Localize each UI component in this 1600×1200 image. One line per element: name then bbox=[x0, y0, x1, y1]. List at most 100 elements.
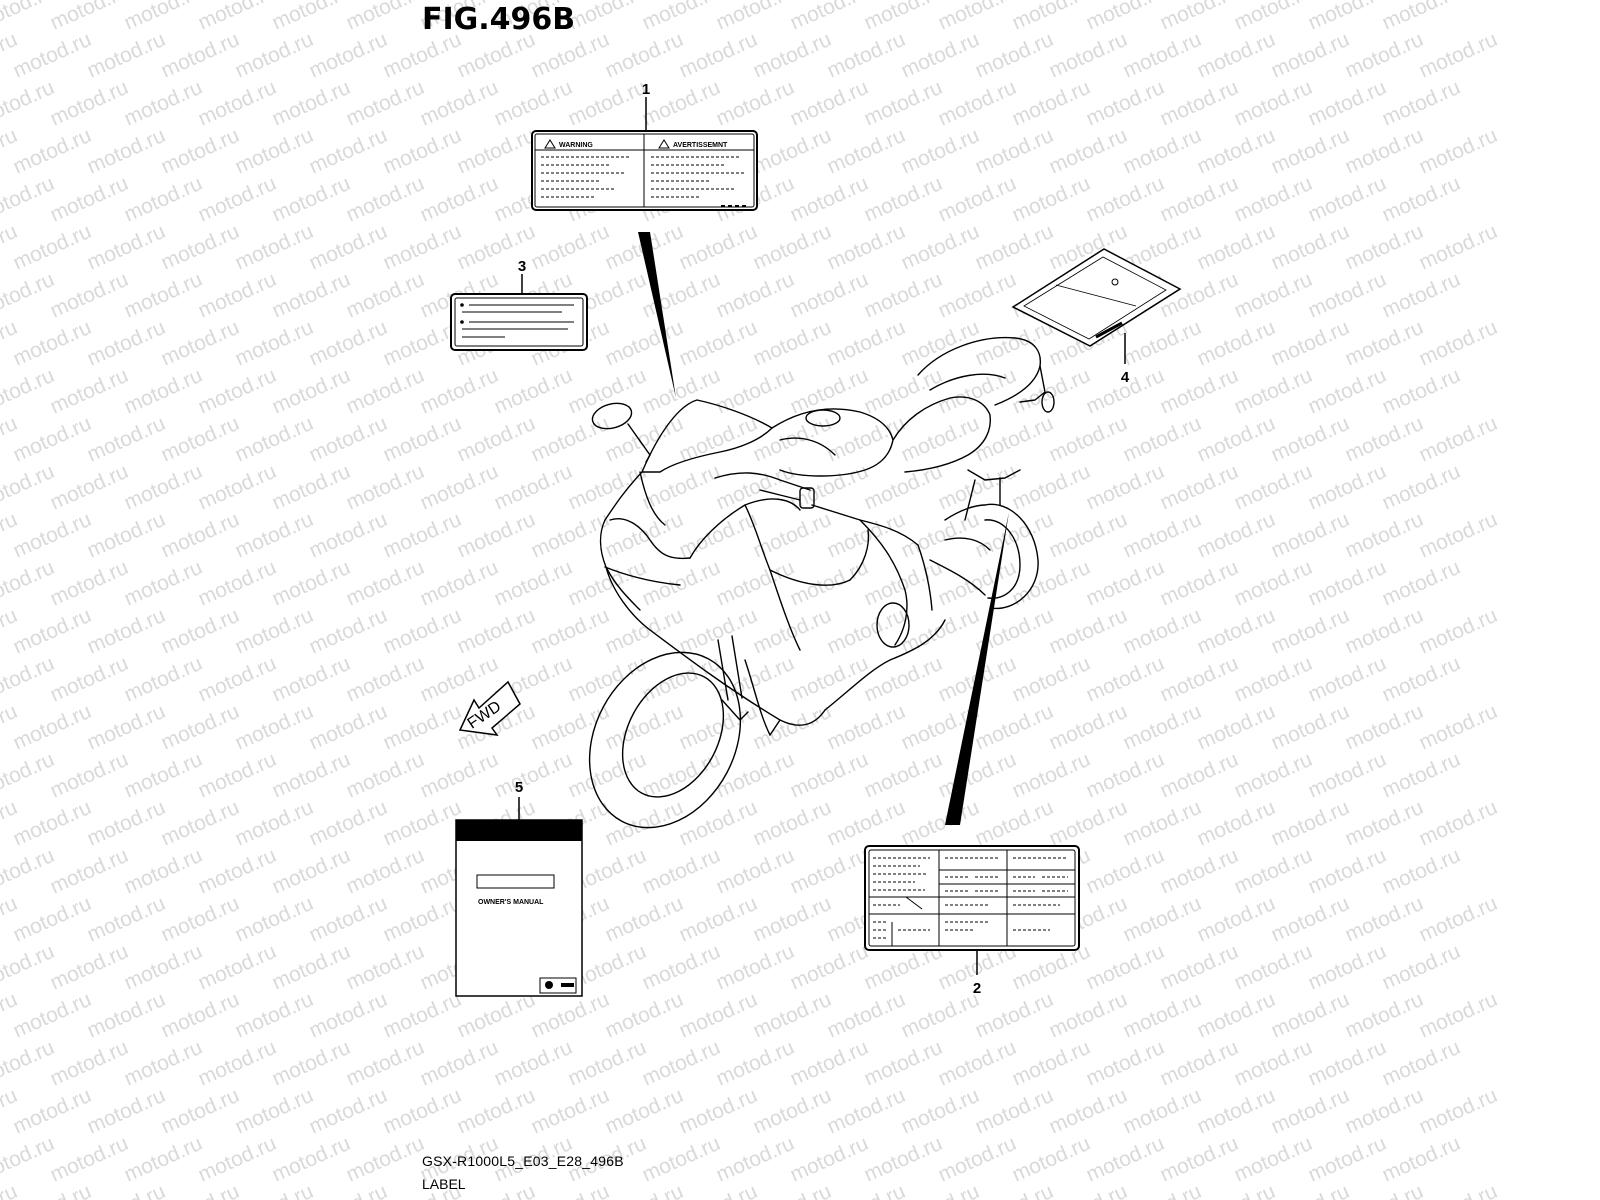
part-3-label[interactable] bbox=[450, 293, 588, 351]
watermark-text: motod.ru bbox=[47, 1132, 132, 1187]
watermark-text: motod.ru bbox=[1305, 1132, 1390, 1187]
watermark-text: motod.ru bbox=[380, 1084, 465, 1139]
watermark-text: motod.ru bbox=[269, 748, 354, 803]
watermark-text: motod.ru bbox=[84, 604, 169, 659]
watermark-text: motod.ru bbox=[158, 124, 243, 179]
brand-logo-icon bbox=[545, 981, 553, 989]
watermark-text: motod.ru bbox=[1157, 0, 1242, 35]
part-1-warning-label[interactable]: WARNING AVERTISSEMNT bbox=[531, 130, 758, 211]
watermark-text: motod.ru bbox=[380, 796, 465, 851]
watermark-text: motod.ru bbox=[1379, 940, 1464, 995]
watermark-text: motod.ru bbox=[1120, 1084, 1205, 1139]
watermark-text: motod.ru bbox=[47, 940, 132, 995]
watermark-text: motod.ru bbox=[787, 0, 872, 35]
watermark-text: motod.ru bbox=[1157, 748, 1242, 803]
watermark-text: motod.ru bbox=[0, 556, 58, 611]
watermark-text: motod.ru bbox=[84, 28, 169, 83]
watermark-text: motod.ru bbox=[861, 268, 946, 323]
watermark-text: motod.ru bbox=[269, 460, 354, 515]
watermark-text: motod.ru bbox=[417, 364, 502, 419]
watermark-text: motod.ru bbox=[1046, 1084, 1131, 1139]
watermark-text: motod.ru bbox=[1305, 76, 1390, 131]
label1-avertissement-text: AVERTISSEMNT bbox=[673, 142, 728, 149]
watermark-text: motod.ru bbox=[1194, 124, 1279, 179]
watermark-text: motod.ru bbox=[269, 76, 354, 131]
watermark-text: motod.ru bbox=[935, 76, 1020, 131]
figure-code: GSX-R1000L5_E03_E28_496B bbox=[422, 1153, 624, 1169]
watermark-text: motod.ru bbox=[1416, 892, 1501, 947]
watermark-text: motod.ru bbox=[1305, 1036, 1390, 1091]
watermark-text: motod.ru bbox=[10, 1084, 95, 1139]
watermark-text: motod.ru bbox=[10, 412, 95, 467]
watermark-text: motod.ru bbox=[1120, 988, 1205, 1043]
watermark-text: motod.ru bbox=[1157, 1132, 1242, 1187]
watermark-text: motod.ru bbox=[824, 604, 909, 659]
watermark-text: motod.ru bbox=[1305, 364, 1390, 419]
watermark-text: motod.ru bbox=[565, 652, 650, 707]
watermark-text: motod.ru bbox=[1194, 988, 1279, 1043]
watermark-text: motod.ru bbox=[84, 124, 169, 179]
watermark-text: motod.ru bbox=[10, 316, 95, 371]
watermark-text: motod.ru bbox=[84, 508, 169, 563]
watermark-text: motod.ru bbox=[269, 652, 354, 707]
watermark-text: motod.ru bbox=[491, 364, 576, 419]
watermark-text: motod.ru bbox=[1046, 604, 1131, 659]
watermark-text: motod.ru bbox=[1046, 796, 1131, 851]
watermark-text: motod.ru bbox=[713, 1036, 798, 1091]
watermark-text: motod.ru bbox=[602, 412, 687, 467]
part-5-owners-manual[interactable]: OWNER'S MANUAL bbox=[455, 819, 583, 997]
watermark-text: motod.ru bbox=[10, 892, 95, 947]
watermark-text: motod.ru bbox=[232, 316, 317, 371]
watermark-text: motod.ru bbox=[676, 412, 761, 467]
watermark-text: motod.ru bbox=[1009, 172, 1094, 227]
watermark-text: motod.ru bbox=[676, 28, 761, 83]
watermark-text: motod.ru bbox=[491, 460, 576, 515]
watermark-text: motod.ru bbox=[1416, 700, 1501, 755]
watermark-text: motod.ru bbox=[417, 556, 502, 611]
watermark-text: motod.ru bbox=[1268, 988, 1353, 1043]
watermark-text: motod.ru bbox=[306, 316, 391, 371]
watermark-text: motod.ru bbox=[602, 1180, 687, 1200]
watermark-text: motod.ru bbox=[1416, 28, 1501, 83]
watermark-text: motod.ru bbox=[195, 844, 280, 899]
watermark-text: motod.ru bbox=[1416, 1180, 1501, 1200]
watermark-text: motod.ru bbox=[898, 124, 983, 179]
watermark-text: motod.ru bbox=[0, 844, 58, 899]
watermark-text: motod.ru bbox=[861, 0, 946, 35]
watermark-text: motod.ru bbox=[1194, 220, 1279, 275]
watermark-text: motod.ru bbox=[343, 1132, 428, 1187]
watermark-text: motod.ru bbox=[380, 508, 465, 563]
watermark-text: motod.ru bbox=[158, 1084, 243, 1139]
watermark-text: motod.ru bbox=[1046, 700, 1131, 755]
watermark-text: motod.ru bbox=[0, 1180, 21, 1200]
watermark-text: motod.ru bbox=[343, 940, 428, 995]
watermark-text: motod.ru bbox=[639, 556, 724, 611]
watermark-text: motod.ru bbox=[972, 220, 1057, 275]
watermark-text: motod.ru bbox=[713, 844, 798, 899]
watermark-text: motod.ru bbox=[1046, 124, 1131, 179]
watermark-text: motod.ru bbox=[10, 700, 95, 755]
watermark-text: motod.ru bbox=[10, 1180, 95, 1200]
watermark-text: motod.ru bbox=[1305, 844, 1390, 899]
watermark-text: motod.ru bbox=[972, 988, 1057, 1043]
watermark-text: motod.ru bbox=[639, 748, 724, 803]
watermark-text: motod.ru bbox=[972, 28, 1057, 83]
watermark-text: motod.ru bbox=[1379, 556, 1464, 611]
watermark-text: motod.ru bbox=[1157, 556, 1242, 611]
watermark-text: motod.ru bbox=[787, 940, 872, 995]
watermark-text: motod.ru bbox=[343, 460, 428, 515]
watermark-text: motod.ru bbox=[10, 988, 95, 1043]
watermark-text: motod.ru bbox=[1305, 268, 1390, 323]
watermark-text: motod.ru bbox=[306, 412, 391, 467]
watermark-text: motod.ru bbox=[1379, 172, 1464, 227]
part-4-label[interactable] bbox=[1011, 248, 1182, 347]
watermark-text: motod.ru bbox=[1231, 364, 1316, 419]
watermark-text: motod.ru bbox=[47, 748, 132, 803]
watermark-text: motod.ru bbox=[1379, 652, 1464, 707]
watermark-text: motod.ru bbox=[121, 940, 206, 995]
watermark-text: motod.ru bbox=[824, 796, 909, 851]
watermark-text: motod.ru bbox=[935, 268, 1020, 323]
watermark-text: motod.ru bbox=[565, 1036, 650, 1091]
watermark-text: motod.ru bbox=[1120, 796, 1205, 851]
part-2-specification-label[interactable] bbox=[864, 845, 1080, 951]
